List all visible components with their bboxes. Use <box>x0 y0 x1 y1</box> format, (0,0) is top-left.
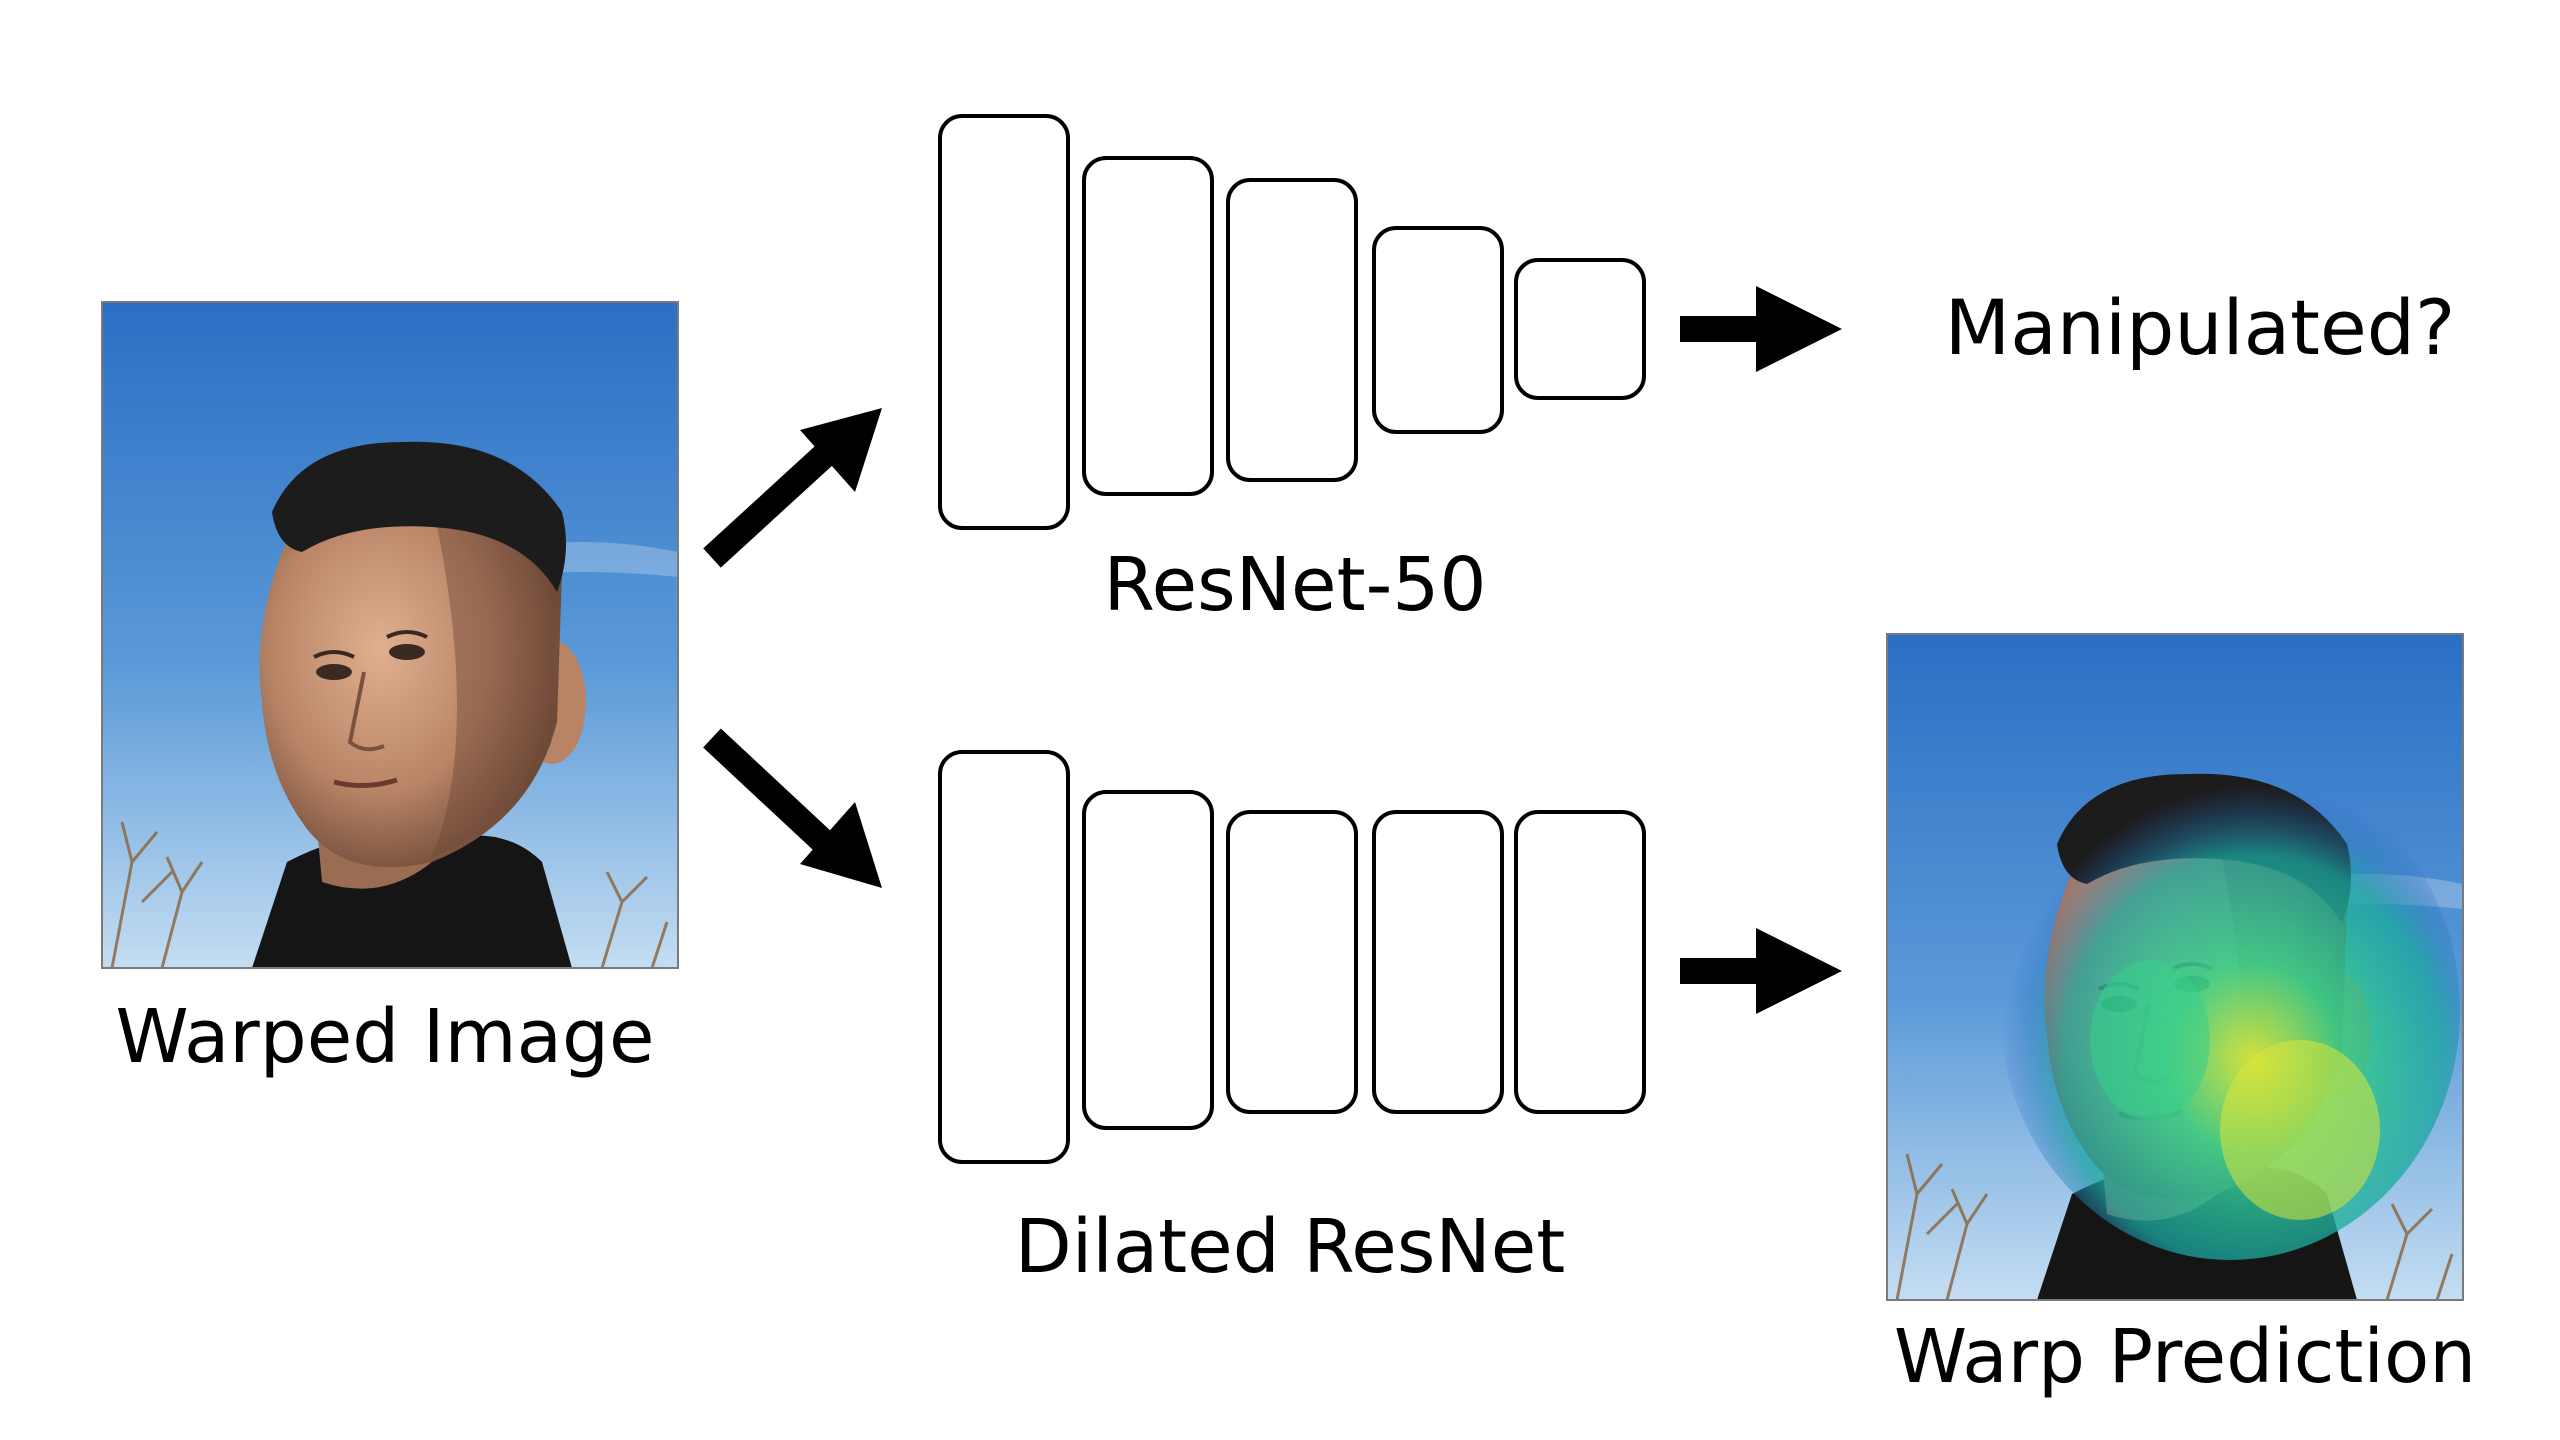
resnet50-blocks <box>938 114 1646 530</box>
dilated-block-5 <box>1514 810 1646 1114</box>
dilated-block-1 <box>938 750 1070 1164</box>
dilated-block-2 <box>1082 790 1214 1130</box>
resnet50-block-5 <box>1514 258 1646 400</box>
arrow-to-manipulated <box>1680 286 1842 372</box>
dilated-resnet-label: Dilated ResNet <box>1014 1204 1566 1290</box>
warp-prediction-label: Warp Prediction <box>1893 1314 2477 1400</box>
input-photo-border <box>101 301 679 969</box>
dilated-block-3 <box>1226 810 1358 1114</box>
arrow-to-warp-prediction <box>1680 928 1842 1014</box>
input-photo <box>102 302 678 968</box>
input-image-label: Warped Image <box>115 994 655 1080</box>
dilated-resnet-blocks <box>938 750 1646 1164</box>
resnet50-label: ResNet-50 <box>1103 542 1487 628</box>
resnet50-block-2 <box>1082 156 1214 496</box>
resnet50-block-3 <box>1226 178 1358 482</box>
manipulated-output-label: Manipulated? <box>1944 283 2456 372</box>
warp-prediction-photo-border <box>1886 633 2464 1301</box>
resnet50-block-4 <box>1372 226 1504 434</box>
dilated-block-4 <box>1372 810 1504 1114</box>
arrow-to-dilated-resnet <box>703 728 882 888</box>
warp-prediction-photo <box>1887 634 2463 1300</box>
arrow-to-resnet50 <box>703 408 882 568</box>
resnet50-block-1 <box>938 114 1070 530</box>
